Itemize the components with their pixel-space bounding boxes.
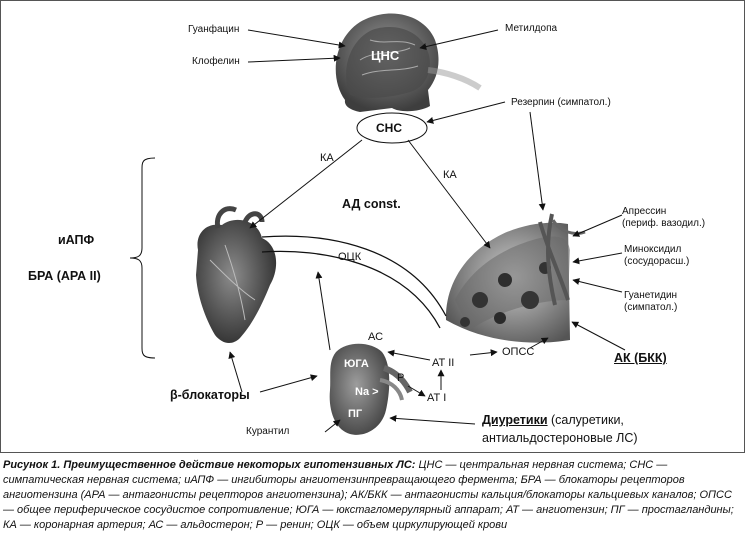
drug-reserpine: Резерпин (симпатол.) — [511, 97, 611, 108]
diuretics-rest-l1: (салуретики, — [547, 413, 624, 427]
drug-apressin-l1: Апрессин — [622, 206, 667, 217]
label-na: Na > — [355, 386, 379, 398]
label-at1: АТ I — [427, 392, 447, 404]
class-beta-blockers: β-блокаторы — [170, 388, 250, 402]
arrow-beta-kidney — [259, 374, 318, 393]
diuretics-label: Диуретики — [482, 413, 548, 427]
arrow-guanethidine — [572, 278, 623, 293]
drug-minoxidil-l1: Миноксидил — [624, 244, 682, 255]
vessel-illustration — [445, 213, 586, 343]
sns-ellipse — [356, 112, 428, 144]
arrow-sns-heart — [249, 139, 363, 229]
label-opss: ОПСС — [502, 346, 535, 358]
label-pg: ПГ — [348, 408, 363, 420]
label-yuga: ЮГА — [344, 358, 369, 370]
label-ka-right: КА — [443, 169, 457, 181]
arrow-ak — [571, 321, 626, 351]
arrow-diuretics — [389, 414, 476, 425]
label-at2: АТ II — [432, 357, 455, 369]
label-as: АС — [368, 331, 384, 343]
arrow-kurantil — [324, 419, 341, 433]
arrow-at2-as — [387, 349, 431, 361]
label-ka-left: КА — [320, 152, 334, 164]
drug-kurantil: Курантил — [246, 426, 290, 437]
arrow-reserpine-sns — [426, 101, 506, 124]
drug-guanethidine-l1: Гуанетидин — [624, 290, 678, 301]
arrow-apressin — [572, 214, 623, 237]
drug-apressin-l2: (периф. вазодил.) — [622, 218, 706, 229]
arrow-beta-heart — [228, 351, 243, 393]
arrow-minoxidil — [572, 252, 623, 265]
drug-guanfacine: Гуанфацин — [188, 24, 240, 35]
arrow-p-at1 — [407, 385, 426, 397]
caption-text: ЦНС — центральная нервная система; СНС —… — [3, 459, 734, 531]
class-bra: БРА (АРА II) — [28, 269, 101, 283]
arrow-reserpine-vessel — [529, 111, 546, 211]
drug-methyldopa: Метилдопа — [505, 23, 558, 34]
ocs-curve-lower — [261, 250, 441, 329]
diagram-canvas — [129, 13, 626, 435]
arrow-sns-vessel — [407, 139, 491, 249]
arrow-guanfacine — [247, 29, 346, 49]
arrows — [228, 29, 626, 433]
drug-guanethidine-l2: (симпатол.) — [624, 302, 678, 313]
label-bp-const: АД const. — [342, 197, 401, 211]
node-cns: ЦНС — [371, 48, 400, 63]
class-diuretics: Диуретики (салуретики, — [482, 414, 624, 427]
drug-minoxidil-l2: (сосудорасш.) — [624, 256, 690, 267]
kidney-illustration — [329, 343, 413, 435]
node-sns: СНС — [376, 121, 402, 135]
arrow-opss-vessel — [529, 337, 549, 349]
figure-caption: Рисунок 1. Преимущественное действие нек… — [3, 458, 745, 533]
caption-title: Рисунок 1. Преимущественное действие нек… — [3, 459, 416, 471]
arrow-methyldopa — [419, 29, 499, 50]
arrow-at2-opss — [469, 349, 498, 357]
diuretics-rest-l2: антиальдостероновые ЛС) — [482, 431, 638, 445]
class-ak: АК (БКК) — [614, 351, 667, 365]
figure-frame — [0, 0, 745, 453]
label-ocs: ОЦК — [338, 251, 362, 263]
arrow-clofelin — [247, 54, 341, 63]
class-iapf: иАПФ — [58, 233, 95, 247]
arrow-kidney-ocs — [315, 271, 331, 351]
left-brace — [129, 157, 156, 359]
heart-illustration — [196, 206, 277, 344]
label-p: Р — [397, 372, 405, 384]
drug-clonidine: Клофелин — [192, 56, 240, 67]
ocs-curve-upper — [261, 235, 447, 317]
head-illustration — [335, 13, 482, 113]
